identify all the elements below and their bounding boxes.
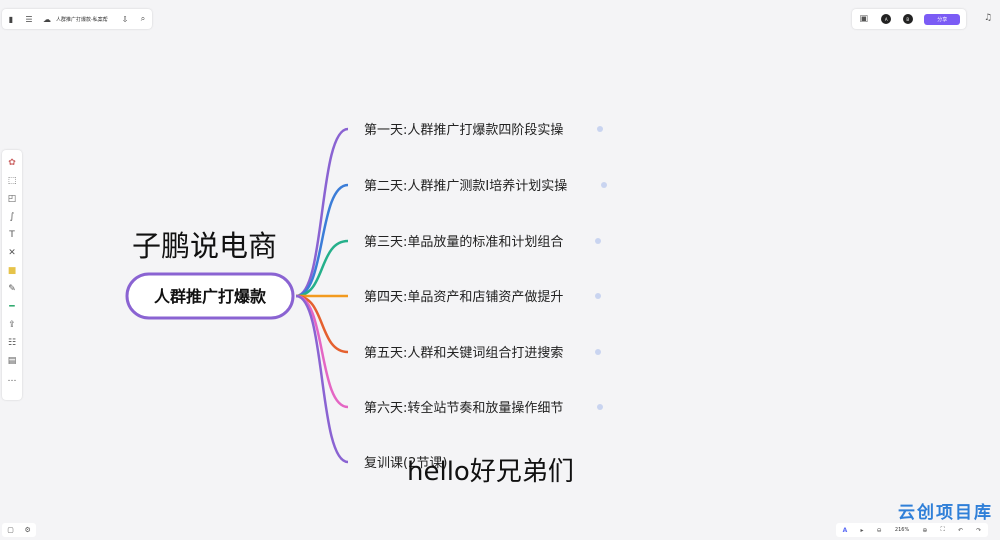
fit-screen-icon[interactable]: ⛶ bbox=[940, 526, 945, 533]
overlay-caption: hello好兄弟们 bbox=[407, 457, 574, 487]
branch-node-label[interactable]: 第一天:人群推广打爆款四阶段实操 bbox=[364, 122, 563, 138]
document-title[interactable]: 人群推广打爆款-私案帮 bbox=[56, 16, 108, 23]
redo-icon[interactable]: ↷ bbox=[976, 526, 982, 534]
present-icon[interactable]: ▣ bbox=[859, 14, 868, 24]
menu-icon[interactable]: ☰ bbox=[25, 14, 33, 24]
pen-tool-icon[interactable]: ✎ bbox=[8, 284, 16, 294]
branch-connector bbox=[295, 294, 349, 354]
upload-icon[interactable]: ⇪ bbox=[8, 320, 16, 330]
node-note-icon[interactable] bbox=[597, 126, 603, 132]
zoom-bar: A ▸ ⊖ 216% ⊕ ⛶ ↶ ↷ bbox=[836, 523, 988, 537]
watermark-text: 云创项目库 bbox=[898, 502, 993, 523]
node-note-icon[interactable] bbox=[597, 404, 603, 410]
export-icon[interactable]: ⇩ bbox=[121, 14, 129, 24]
template-icon[interactable]: ▤ bbox=[7, 356, 17, 366]
sidebar-toggle-icon[interactable]: ▮ bbox=[8, 14, 14, 24]
branch-connector bbox=[295, 294, 349, 464]
bottom-left-controls: ▢ ⚙ bbox=[2, 523, 36, 537]
branch-node-label[interactable]: 第三天:单品放量的标准和计划组合 bbox=[364, 234, 563, 250]
node-note-icon[interactable] bbox=[601, 182, 607, 188]
frame-tool-icon[interactable]: ⬚ bbox=[7, 176, 17, 186]
ai-icon[interactable]: A bbox=[842, 526, 848, 534]
branch-node-label[interactable]: 第五天:人群和关键词组合打进搜索 bbox=[364, 346, 563, 361]
zoom-level[interactable]: 216% bbox=[894, 527, 910, 533]
avatar[interactable]: B bbox=[902, 14, 913, 24]
mindmap-tool-icon[interactable]: ✕ bbox=[8, 248, 16, 258]
branch-node-label[interactable]: 第六天:转全站节奏和放量操作细节 bbox=[364, 400, 563, 416]
branch-node-label[interactable]: 第二天:人群推广测款I培养计划实操 bbox=[364, 178, 567, 194]
zoom-out-icon[interactable]: ⊖ bbox=[876, 526, 882, 534]
canvas-big-title: 子鹏说电商 bbox=[132, 229, 277, 263]
cloud-icon: ☁ bbox=[43, 14, 51, 24]
table-tool-icon[interactable]: ☷ bbox=[7, 338, 17, 348]
watermark: 云创项目库 bbox=[898, 498, 998, 530]
logo-icon: ✿ bbox=[8, 158, 16, 168]
line-tool-icon[interactable]: ━ bbox=[9, 302, 15, 312]
search-icon[interactable]: ⌕ bbox=[140, 14, 146, 23]
node-note-icon[interactable] bbox=[595, 349, 601, 355]
collaboration-bar: ▣ A B 分享 bbox=[852, 9, 966, 29]
avatar[interactable]: A bbox=[881, 14, 892, 24]
branch-node-label[interactable]: 第四天:单品资产和店铺资产做提升 bbox=[364, 289, 563, 305]
share-button[interactable]: 分享 bbox=[924, 13, 961, 25]
pointer-icon[interactable]: ▸ bbox=[860, 526, 864, 534]
node-note-icon[interactable] bbox=[595, 293, 601, 299]
document-bar: ▮ ☰ ☁ 人群推广打爆款-私案帮 ⇩ ⌕ bbox=[2, 9, 152, 29]
sticky-note-icon[interactable]: ■ bbox=[7, 266, 17, 276]
branch-connector bbox=[295, 239, 349, 298]
connector-tool-icon[interactable]: ∫ bbox=[9, 212, 15, 222]
text-tool-icon[interactable]: T bbox=[9, 230, 15, 240]
node-note-icon[interactable] bbox=[595, 238, 601, 244]
settings-icon[interactable]: ⚙ bbox=[24, 526, 31, 534]
branch-connector bbox=[295, 127, 349, 298]
shape-tool-icon[interactable]: ◰ bbox=[7, 194, 17, 204]
tool-palette: ✿ ⬚ ◰ ∫ T ✕ ■ ✎ ━ ⇪ ☷ ▤ … bbox=[2, 150, 22, 400]
minimap-icon[interactable]: ▢ bbox=[7, 526, 14, 534]
root-node-label: 人群推广打爆款 bbox=[154, 287, 267, 306]
zoom-in-icon[interactable]: ⊕ bbox=[922, 526, 928, 534]
undo-icon[interactable]: ↶ bbox=[958, 526, 964, 534]
more-icon[interactable]: … bbox=[7, 374, 17, 384]
branch-connector bbox=[295, 183, 349, 298]
branch-node-label[interactable]: 复训课(2节课) bbox=[364, 456, 447, 471]
bell-icon[interactable]: ♫ bbox=[984, 13, 993, 23]
root-node[interactable] bbox=[125, 272, 295, 320]
